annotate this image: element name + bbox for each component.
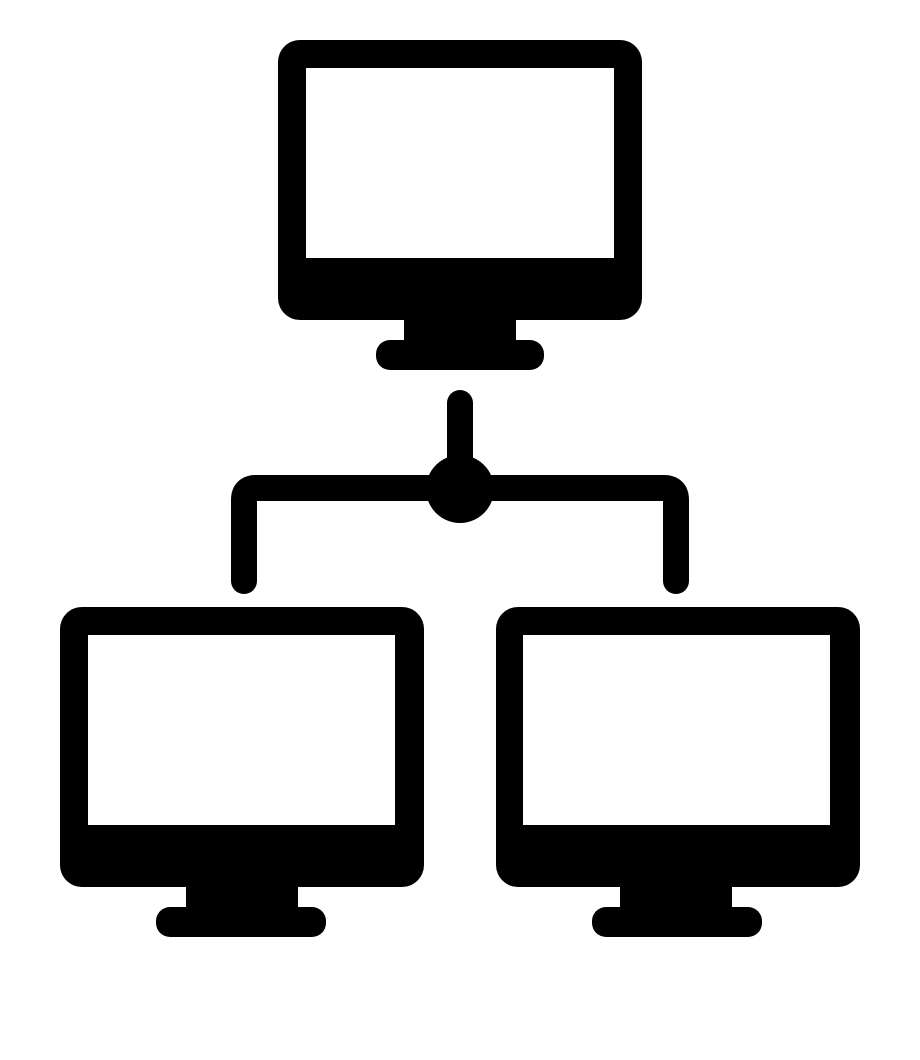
bottom-left-monitor-screen	[88, 635, 395, 825]
bottom-right-monitor-stand	[592, 907, 762, 937]
network-connector-icon	[231, 390, 689, 594]
bottom-left-monitor-neck	[186, 885, 298, 911]
bottom-left-monitor-stand	[156, 907, 326, 937]
top-monitor-neck	[404, 318, 516, 344]
bottom-right-monitor-icon	[496, 607, 860, 937]
connector-trunk	[447, 390, 473, 470]
bottom-right-monitor-screen	[523, 635, 830, 825]
bottom-right-monitor-neck	[620, 885, 732, 911]
top-monitor-screen	[306, 68, 614, 258]
top-monitor-icon	[278, 40, 642, 370]
connector-branches	[231, 475, 689, 594]
bottom-left-monitor-icon	[60, 607, 424, 937]
top-monitor-stand	[376, 340, 544, 370]
